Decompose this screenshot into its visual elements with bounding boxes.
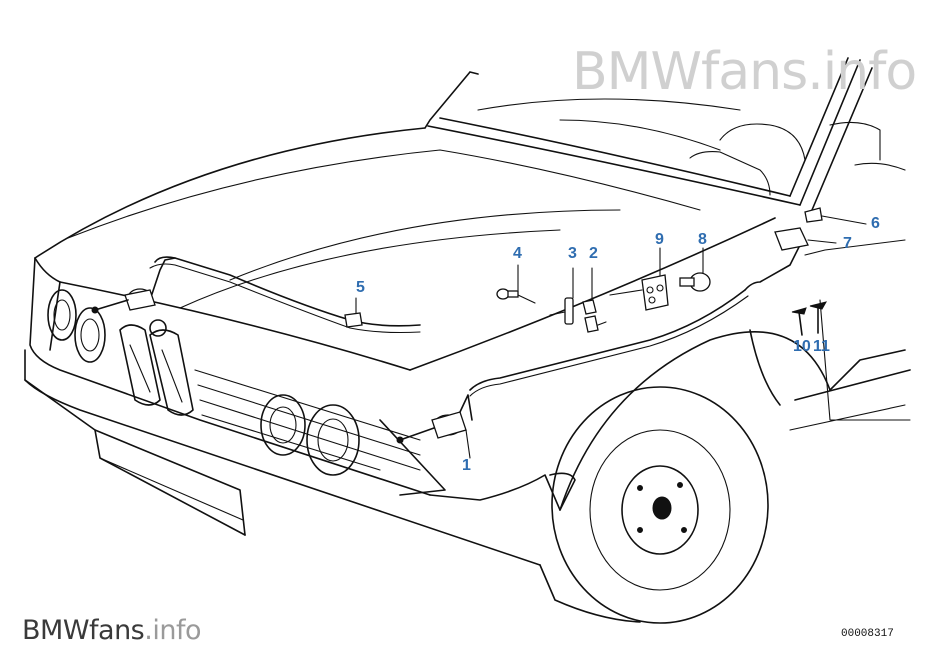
callout-1[interactable]: 1: [462, 457, 471, 474]
watermark-bottom-brand: BMWfans: [22, 615, 145, 646]
release-lever-7: [774, 227, 837, 251]
handle-6: [804, 207, 867, 225]
front-fascia: [29, 257, 446, 496]
hood: [34, 127, 776, 371]
bolt-4: [496, 264, 536, 304]
callout-10[interactable]: 10: [793, 338, 811, 355]
screw-11: [809, 301, 828, 334]
screw-10: [791, 307, 807, 336]
grommet-8: [679, 247, 711, 292]
watermark-top: BMWfans.info: [572, 42, 917, 102]
fender-and-wheel: [429, 239, 911, 624]
watermark-bottom-suffix: .info: [144, 615, 201, 646]
bracket-3: [549, 267, 574, 325]
bumper: [24, 349, 541, 566]
cable-clip-5: [344, 297, 363, 328]
callout-8[interactable]: 8: [698, 231, 707, 248]
hood-catch-left: [91, 288, 156, 314]
callout-2[interactable]: 2: [589, 245, 598, 262]
cable-holder-9: [609, 247, 669, 311]
callout-5[interactable]: 5: [356, 279, 365, 296]
callout-9[interactable]: 9: [655, 231, 664, 248]
callout-4[interactable]: 4: [513, 245, 522, 262]
diagram-number: 00008317: [841, 628, 894, 640]
release-cable: [149, 244, 801, 397]
watermark-top-suffix: .info: [807, 42, 917, 102]
callout-11[interactable]: 11: [813, 338, 830, 355]
windshield: [424, 57, 873, 211]
interior-seats: [689, 121, 906, 196]
callout-3[interactable]: 3: [568, 245, 577, 262]
watermark-bottom: BMWfans.info: [22, 615, 201, 646]
callout-6[interactable]: 6: [871, 215, 880, 232]
watermark-top-brand: BMWfans: [572, 42, 808, 102]
callout-7[interactable]: 7: [843, 235, 852, 252]
hood-catch-right: [396, 394, 473, 459]
holder-2: [582, 267, 607, 333]
